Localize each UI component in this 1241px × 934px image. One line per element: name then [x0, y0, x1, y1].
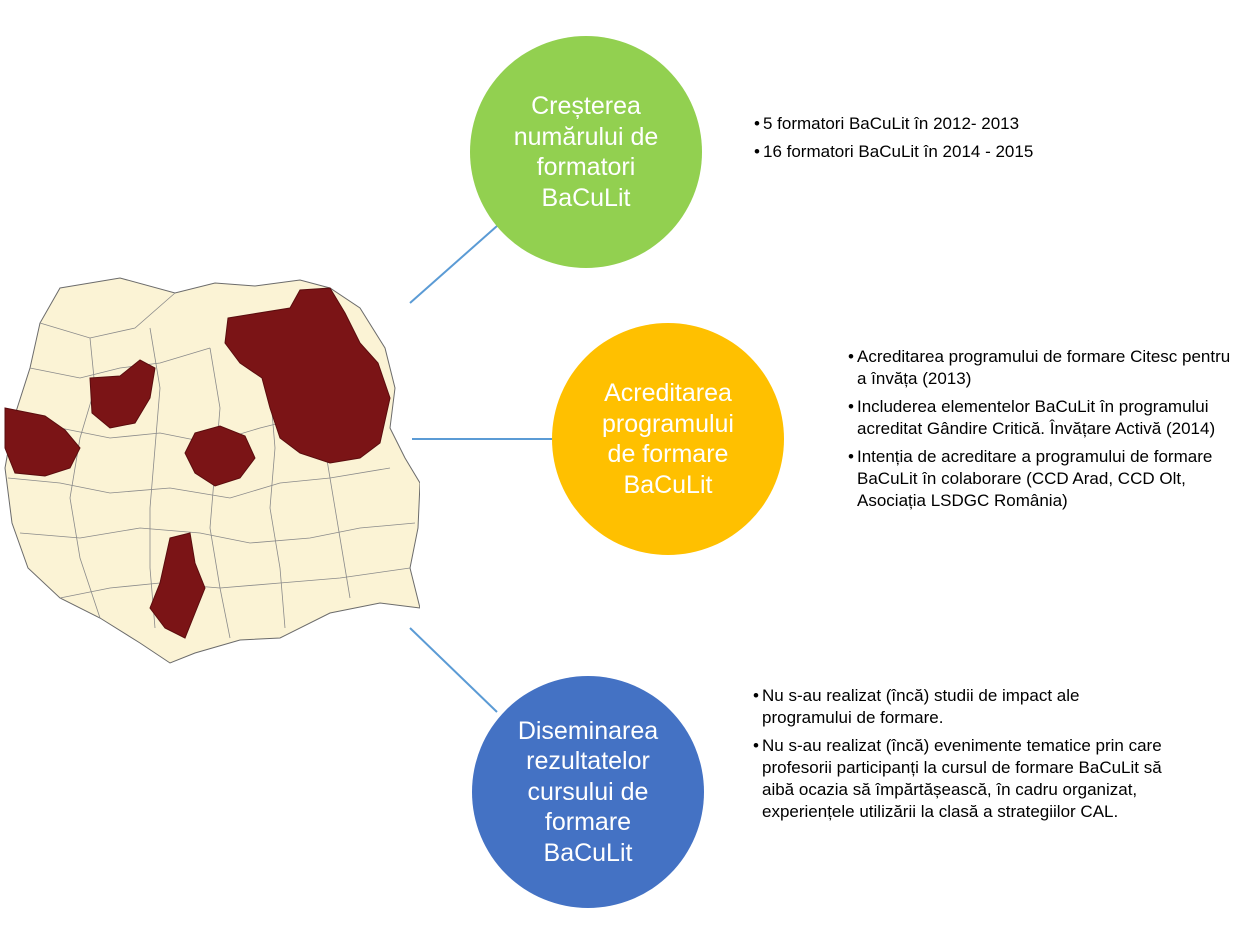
node-3-bullet-list: Nu s-au realizat (încă) studii de impact… — [753, 685, 1173, 829]
node-circle-3: Diseminarea rezultatelor cursului de for… — [472, 676, 704, 908]
highlight-county-center — [184, 425, 256, 487]
node-1-title: Creșterea numărului de formatori BaCuLit — [513, 92, 659, 212]
node-2-bullet-list: Acreditarea programului de formare Cites… — [848, 346, 1238, 518]
connector-line-bottom — [409, 627, 498, 713]
node-2-bullet-3: Intenția de acreditare a programului de … — [848, 446, 1238, 512]
node-2-bullet-2: Includerea elementelor BaCuLit în progra… — [848, 396, 1238, 440]
node-3-bullet-1: Nu s-au realizat (încă) studii de impact… — [753, 685, 1173, 729]
node-2-bullet-1: Acreditarea programului de formare Cites… — [848, 346, 1238, 390]
node-1-bullet-list: 5 formatori BaCuLit în 2012- 2013 16 for… — [754, 113, 1174, 169]
node-3-bullet-2: Nu s-au realizat (încă) evenimente temat… — [753, 735, 1173, 823]
highlight-county-west — [89, 359, 156, 429]
node-1-bullet-1: 5 formatori BaCuLit în 2012- 2013 — [754, 113, 1174, 135]
node-3-title: Diseminarea rezultatelor cursului de for… — [517, 716, 659, 867]
romania-county-map — [4, 277, 420, 664]
highlight-county-far-west — [4, 407, 81, 477]
node-1-bullet-2: 16 formatori BaCuLit în 2014 - 2015 — [754, 141, 1174, 163]
node-circle-2: Acreditarea programului de formare BaCuL… — [552, 323, 784, 555]
highlight-county-south — [149, 532, 206, 639]
node-2-title: Acreditarea programului de formare BaCuL… — [601, 379, 734, 499]
highlight-county-north-east — [224, 287, 391, 464]
node-circle-1: Creșterea numărului de formatori BaCuLit — [470, 36, 702, 268]
connector-line-top — [409, 225, 498, 304]
